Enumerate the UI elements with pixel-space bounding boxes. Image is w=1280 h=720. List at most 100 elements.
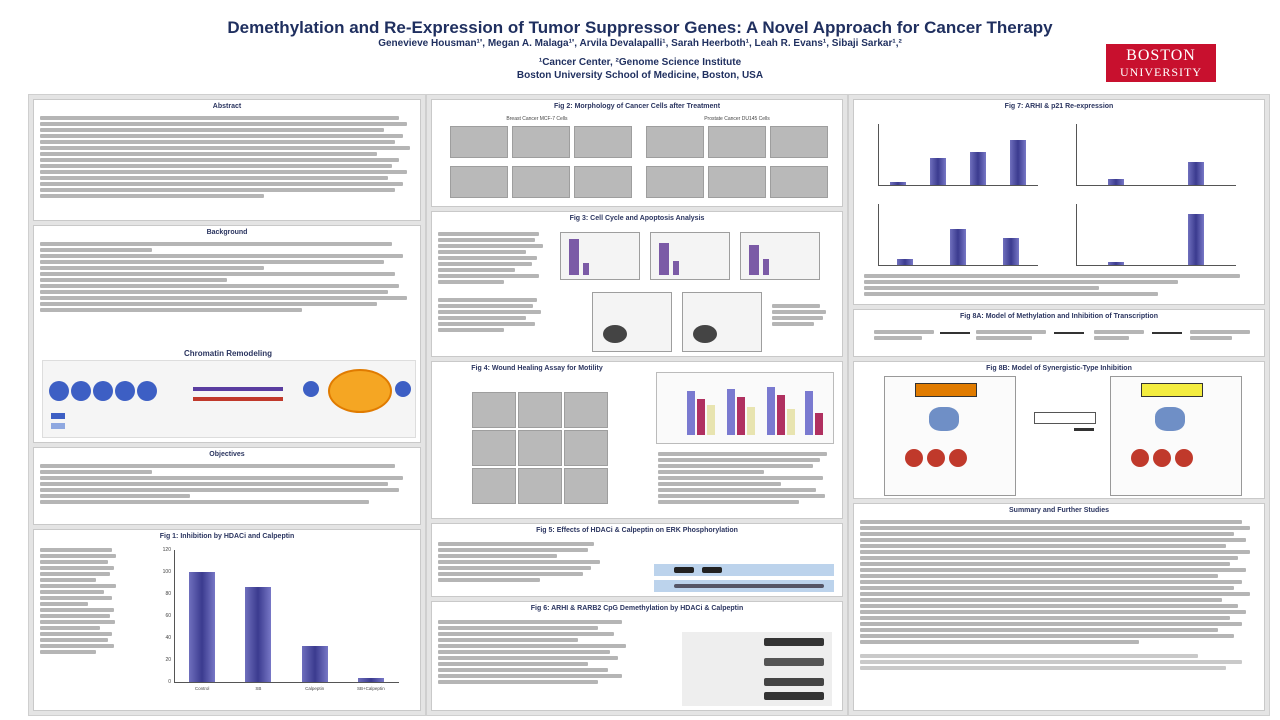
bar bbox=[1003, 238, 1020, 265]
x-tick-label: SB bbox=[255, 686, 262, 691]
y-tick-label: 20 bbox=[165, 657, 171, 663]
wound-image bbox=[518, 468, 562, 504]
micrograph bbox=[574, 166, 632, 198]
p21-chart bbox=[1076, 124, 1236, 186]
bar bbox=[189, 572, 216, 682]
fig2-right-label: Prostate Cancer DU145 Cells bbox=[704, 116, 770, 122]
bar bbox=[1108, 179, 1124, 185]
micrograph bbox=[450, 166, 508, 198]
logo-line-1: BOSTON bbox=[1126, 47, 1196, 64]
objectives-heading: Objectives bbox=[209, 451, 245, 458]
western-blot-band-row bbox=[654, 580, 834, 592]
fig1-text bbox=[40, 546, 120, 656]
arrow-right-icon bbox=[1074, 428, 1094, 431]
fig4-text bbox=[658, 450, 834, 506]
fig4-bar-chart bbox=[656, 372, 834, 444]
arrow-right-icon bbox=[193, 387, 283, 391]
poster-header: Demethylation and Re-Expression of Tumor… bbox=[0, 0, 1280, 90]
bar bbox=[896, 259, 913, 265]
chromatin-diagram bbox=[42, 360, 416, 438]
western-blot-band-row bbox=[654, 564, 834, 576]
fig1-panel: Fig 1: Inhibition by HDACi and Calpeptin… bbox=[33, 529, 421, 711]
micrograph bbox=[512, 126, 570, 158]
bar bbox=[890, 182, 906, 185]
background-text bbox=[40, 240, 414, 314]
bar bbox=[1108, 262, 1124, 265]
protein-icon bbox=[929, 407, 959, 431]
arrow-right-icon bbox=[940, 332, 970, 334]
bar bbox=[1188, 214, 1204, 265]
affiliation-line-2: Boston University School of Medicine, Bo… bbox=[516, 70, 764, 81]
objectives-text bbox=[40, 462, 414, 506]
chromatin-heading: Chromatin Remodeling bbox=[183, 349, 272, 358]
arrow-left-icon bbox=[193, 397, 283, 401]
fig8a-step bbox=[976, 328, 1046, 342]
y-tick-label: 0 bbox=[168, 679, 171, 685]
fig8a-heading: Fig 8A: Model of Methylation and Inhibit… bbox=[960, 313, 1158, 320]
fig7-heading: Fig 7: ARHI & p21 Re-expression bbox=[1004, 103, 1114, 110]
y-axis bbox=[174, 550, 175, 682]
fig2-heading: Fig 2: Morphology of Cancer Cells after … bbox=[553, 103, 721, 110]
bar bbox=[950, 229, 966, 265]
fig2-left-label: Breast Cancer MCF-7 Cells bbox=[506, 116, 568, 122]
flow-histogram bbox=[740, 232, 820, 280]
column-2: Fig 2: Morphology of Cancer Cells after … bbox=[426, 94, 848, 716]
micrograph bbox=[646, 126, 704, 158]
poster-authors: Genevieve Housman¹', Megan A. Malaga¹', … bbox=[378, 38, 902, 49]
legend-swatch bbox=[51, 413, 65, 419]
fig1-heading: Fig 1: Inhibition by HDACi and Calpeptin bbox=[159, 533, 295, 540]
wound-image bbox=[472, 392, 516, 428]
y-tick-label: 120 bbox=[162, 547, 171, 553]
y-tick-label: 40 bbox=[165, 635, 171, 641]
flow-histogram bbox=[650, 232, 730, 280]
micrograph bbox=[770, 166, 828, 198]
nucleosome-row bbox=[1131, 449, 1211, 467]
micrograph bbox=[450, 126, 508, 158]
fig8a-step bbox=[1190, 328, 1250, 342]
bar bbox=[301, 645, 328, 682]
poster-affiliation: ¹Cancer Center, ²Genome Science Institut… bbox=[0, 56, 1280, 82]
fig2-panel: Fig 2: Morphology of Cancer Cells after … bbox=[431, 99, 843, 207]
arhi-lt-chart bbox=[878, 204, 1038, 266]
micrograph bbox=[574, 126, 632, 158]
active-chromatin-icon bbox=[328, 369, 392, 413]
column-1: Abstract Background Chromatin Remodeling bbox=[28, 94, 426, 716]
bar bbox=[1010, 140, 1026, 185]
bar bbox=[970, 152, 986, 185]
fig8b-heading: Fig 8B: Model of Synergistic-Type Inhibi… bbox=[986, 365, 1132, 372]
bar bbox=[245, 587, 272, 682]
wound-image bbox=[564, 468, 608, 504]
poster-title: Demethylation and Re-Expression of Tumor… bbox=[227, 18, 1053, 37]
y-tick-label: 100 bbox=[162, 569, 171, 575]
affiliation-line-1: ¹Cancer Center, ²Genome Science Institut… bbox=[538, 57, 742, 68]
fig3-legend bbox=[772, 302, 832, 328]
wound-image bbox=[564, 392, 608, 428]
fig7-text bbox=[864, 272, 1256, 298]
fig6-text bbox=[438, 618, 638, 686]
wound-image bbox=[472, 430, 516, 466]
bar bbox=[1188, 162, 1204, 185]
fig7-panel: Fig 7: ARHI & p21 Re-expression bbox=[853, 99, 1265, 305]
x-tick-label: Control bbox=[194, 686, 210, 691]
fig4-panel: Fig 4: Wound Healing Assay for Motility bbox=[431, 361, 843, 519]
x-tick-label: Calpeptin bbox=[305, 686, 325, 691]
summary-heading: Summary and Further Studies bbox=[1009, 507, 1109, 514]
bar bbox=[357, 677, 384, 682]
micrograph bbox=[770, 126, 828, 158]
arrow-box bbox=[1034, 412, 1096, 424]
wound-image bbox=[472, 468, 516, 504]
flow-histogram bbox=[560, 232, 640, 280]
wound-image bbox=[518, 430, 562, 466]
logo-line-2: UNIVERSITY bbox=[1120, 65, 1202, 79]
arrow-right-icon bbox=[1054, 332, 1084, 334]
wound-image bbox=[518, 392, 562, 428]
protein-icon bbox=[1155, 407, 1185, 431]
gel-image bbox=[682, 632, 832, 706]
fig5-heading: Fig 5: Effects of HDACi & Calpeptin on E… bbox=[536, 527, 738, 534]
fig8a-step bbox=[874, 328, 934, 342]
arrow-right-icon bbox=[1152, 332, 1182, 334]
abstract-panel: Abstract bbox=[33, 99, 421, 221]
p21-lt-chart bbox=[1076, 204, 1236, 266]
objectives-panel: Objectives bbox=[33, 447, 421, 525]
